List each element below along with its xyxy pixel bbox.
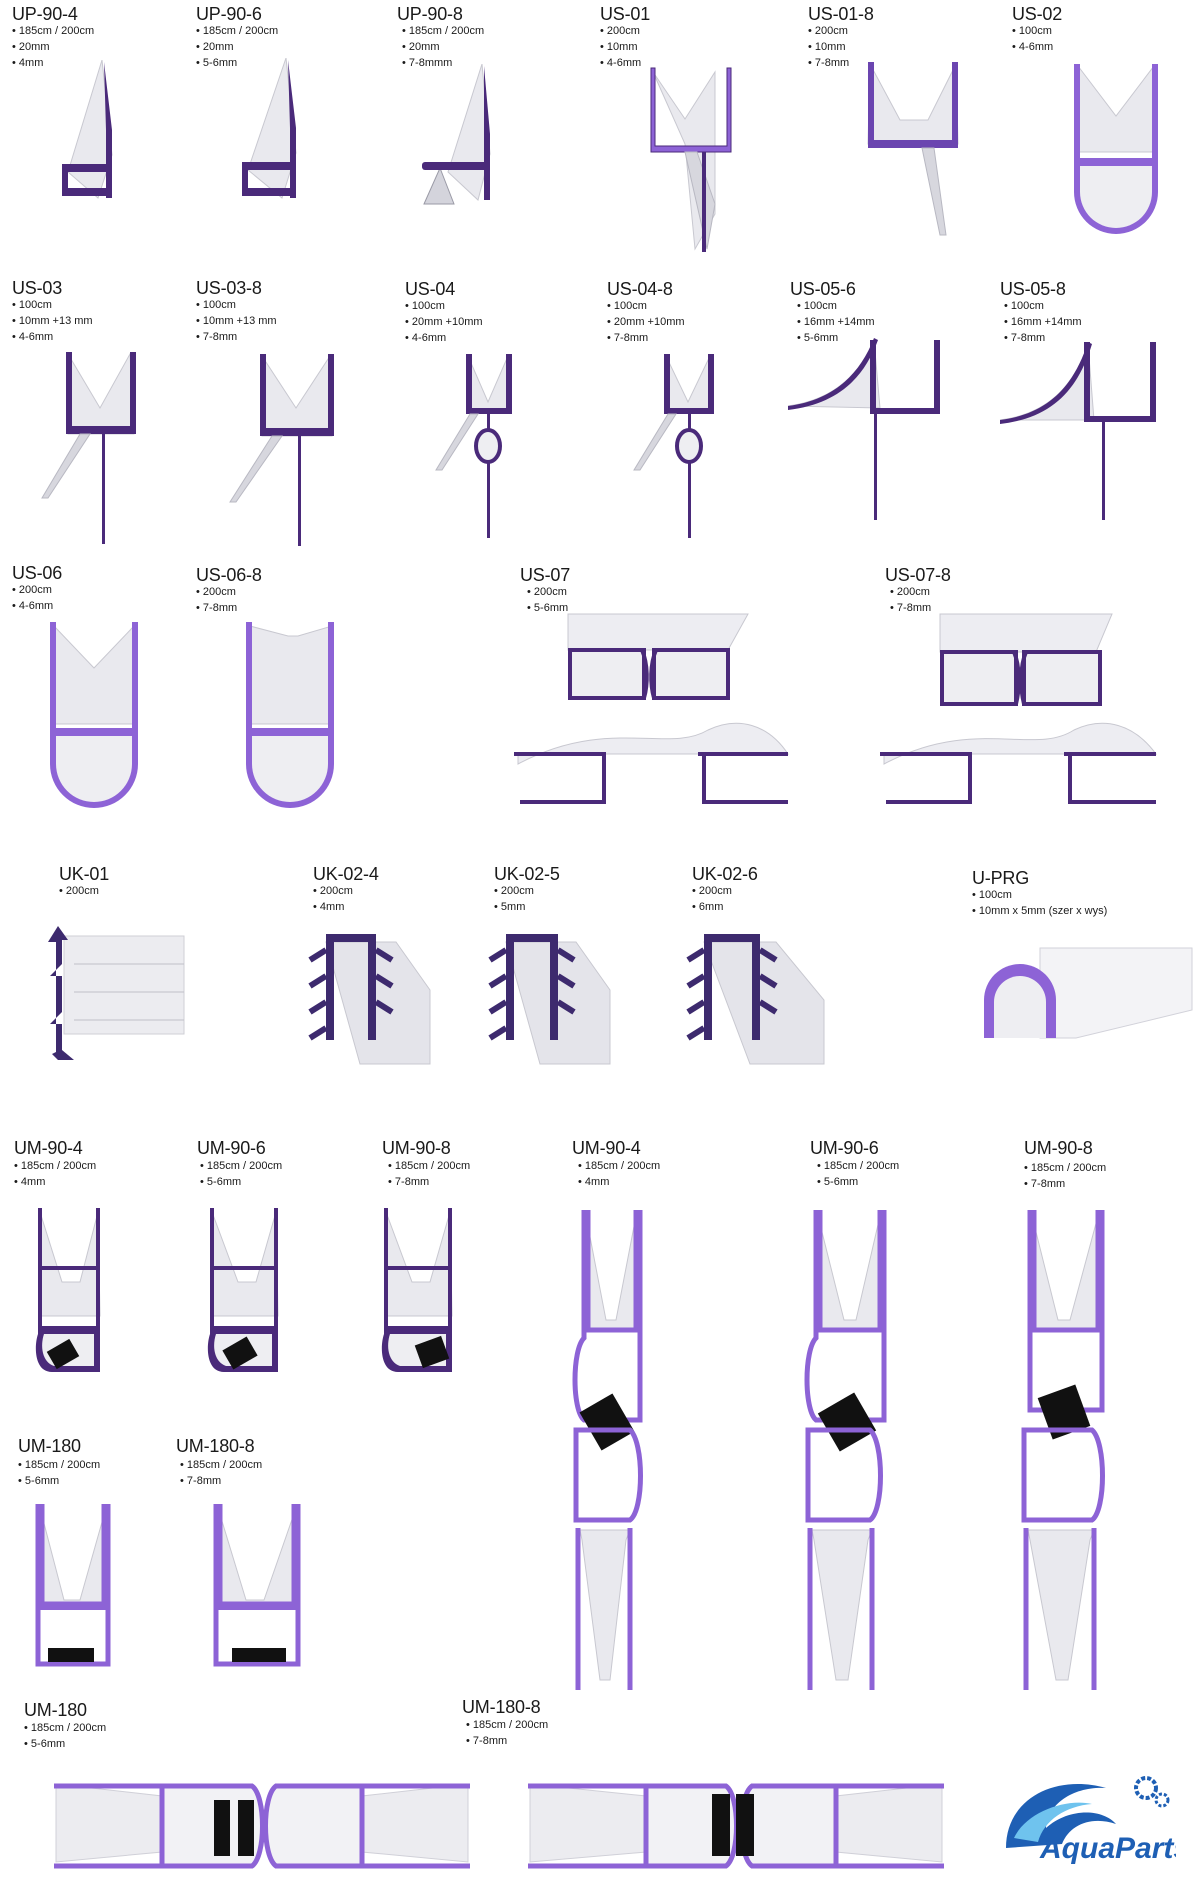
product-specs: 200cm7-8mm (890, 584, 931, 616)
product-specs: 185cm / 200cm5-6mm (18, 1457, 100, 1489)
up-profile-icon (62, 60, 113, 199)
product-code: UM-90-6 (810, 1138, 879, 1158)
product-specs: 185cm / 200cm20mm5-6mm (196, 23, 278, 71)
product-specs: 200cm10mm4-6mm (600, 23, 641, 71)
us-profile-icon (650, 67, 732, 252)
product-specs: 100cm20mm +10mm7-8mm (607, 298, 685, 346)
product-code: US-06-8 (196, 565, 262, 585)
product-code: UK-02-6 (692, 864, 758, 884)
um-180-profile-icon (35, 1504, 111, 1667)
uk-channel-profile-icon (488, 934, 611, 1065)
uk-channel-profile-icon (686, 934, 825, 1065)
product-specs: 185cm / 200cm4mm (578, 1158, 660, 1190)
product-code: UM-90-8 (1024, 1138, 1093, 1158)
product-code: UM-90-4 (572, 1138, 641, 1158)
up-profile-icon (242, 58, 297, 199)
um-magnet-profile-icon (35, 1208, 101, 1372)
product-code: US-07 (520, 565, 571, 585)
product-specs: 200cm4-6mm (12, 582, 53, 614)
product-code: US-03 (12, 278, 63, 298)
product-specs: 200cm4mm (313, 883, 353, 915)
um-180-horizontal-icon (528, 1783, 944, 1869)
product-code: UK-02-5 (494, 864, 560, 884)
product-code: UM-90-4 (14, 1138, 83, 1158)
product-code: UP-90-6 (196, 4, 262, 24)
us-double-profile-icon (514, 613, 789, 804)
product-specs: 200cm6mm (692, 883, 732, 915)
product-specs: 185cm / 200cm7-8mm (466, 1717, 548, 1749)
us-profile-icon (787, 338, 940, 520)
product-specs: 100cm4-6mm (1012, 23, 1053, 55)
product-specs: 100cm16mm +14mm7-8mm (1004, 298, 1082, 346)
product-specs: 200cm (59, 883, 99, 899)
product-specs: 100cm10mm +13 mm4-6mm (12, 297, 93, 345)
product-specs: 185cm / 200cm20mm7-8mmm (402, 23, 484, 71)
product-specs: 100cm20mm +10mm4-6mm (405, 298, 483, 346)
product-code: US-05-8 (1000, 279, 1066, 299)
us-profile-icon (229, 354, 334, 546)
product-specs: 185cm / 200cm7-8mm (388, 1158, 470, 1190)
um-magnet-pair-icon (804, 1210, 887, 1690)
product-code: UM-90-6 (197, 1138, 266, 1158)
product-code: US-01-8 (808, 4, 874, 24)
product-specs: 200cm5-6mm (527, 584, 568, 616)
logo-text: AquaParts (1039, 1832, 1176, 1865)
us-profile-icon (435, 354, 512, 538)
product-specs: 185cm / 200cm5-6mm (200, 1158, 282, 1190)
product-specs: 100cm16mm +14mm5-6mm (797, 298, 875, 346)
product-specs: 185cm / 200cm5-6mm (24, 1720, 106, 1752)
product-code: UK-01 (59, 864, 110, 884)
wave-gear-logo-icon: AquaParts (1006, 1776, 1190, 1865)
product-specs: 100cm10mm +13 mm7-8mm (196, 297, 277, 345)
product-code: U-PRG (972, 868, 1029, 888)
product-code: UM-180 (18, 1436, 81, 1456)
product-specs: 185cm / 200cm4mm (14, 1158, 96, 1190)
um-180-profile-icon (213, 1504, 301, 1667)
product-code: UK-02-4 (313, 864, 379, 884)
product-code: US-04 (405, 279, 456, 299)
u-prg-profile-icon (984, 947, 1193, 1039)
product-code: UP-90-8 (397, 4, 463, 24)
us-bulb-profile-icon (1074, 64, 1158, 234)
us-profile-icon (633, 354, 714, 538)
product-code: US-02 (1012, 4, 1063, 24)
uk-channel-profile-icon (308, 934, 431, 1065)
us-double-profile-icon (880, 613, 1157, 804)
product-specs: 185cm / 200cm7-8mm (180, 1457, 262, 1489)
product-specs: 200cm5mm (494, 883, 534, 915)
product-code: US-07-8 (885, 565, 951, 585)
um-magnet-profile-icon (381, 1208, 453, 1372)
product-code: US-03-8 (196, 278, 262, 298)
product-specs: 200cm10mm7-8mm (808, 23, 849, 71)
us-bulb-profile-icon (50, 622, 138, 808)
product-code: US-04-8 (607, 279, 673, 299)
uk-fin-profile-icon (48, 926, 185, 1060)
product-code: US-05-6 (790, 279, 856, 299)
product-specs: 200cm7-8mm (196, 584, 237, 616)
um-magnet-pair-icon (1021, 1210, 1105, 1690)
us-bulb-profile-icon (246, 622, 334, 808)
aquaparts-logo: AquaParts (996, 1768, 1190, 1883)
product-code: US-06 (12, 563, 63, 583)
product-code: UP-90-4 (12, 4, 78, 24)
us-profile-icon (999, 342, 1156, 520)
um-magnet-pair-icon (572, 1210, 643, 1690)
us-profile-icon (867, 62, 959, 236)
product-specs: 185cm / 200cm5-6mm (817, 1158, 899, 1190)
product-specs: 185cm / 200cm7-8mm (1024, 1160, 1106, 1192)
product-code: UM-180-8 (462, 1697, 541, 1717)
us-profile-icon (41, 352, 136, 544)
product-specs: 100cm10mm x 5mm (szer x wys) (972, 887, 1107, 919)
um-180-horizontal-icon (54, 1783, 470, 1869)
um-magnet-profile-icon (207, 1208, 279, 1372)
up-profile-icon (422, 64, 491, 205)
product-code: US-01 (600, 4, 651, 24)
product-code: UM-180-8 (176, 1436, 255, 1456)
product-specs: 185cm / 200cm20mm4mm (12, 23, 94, 71)
product-code: UM-180 (24, 1700, 87, 1720)
product-code: UM-90-8 (382, 1138, 451, 1158)
